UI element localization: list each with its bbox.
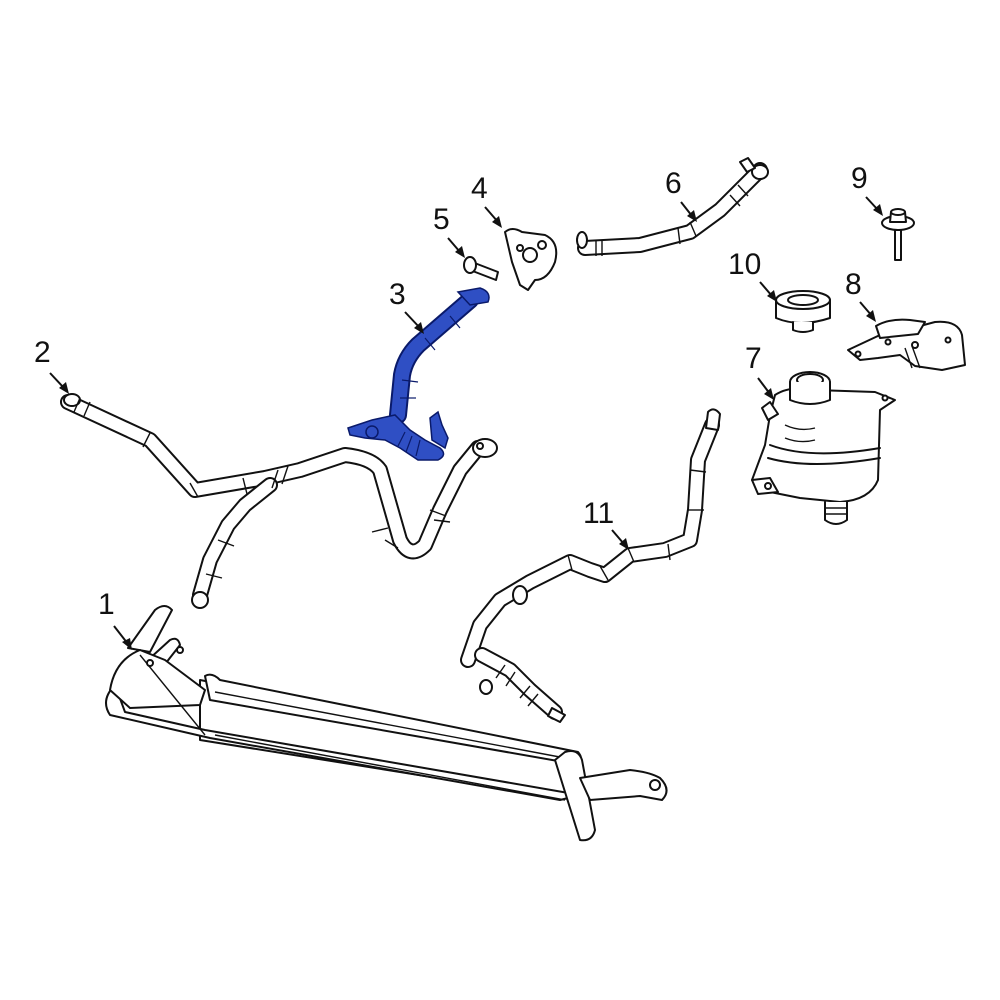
callout-8[interactable]: 8 — [845, 268, 862, 301]
part-2-hose[interactable] — [60, 393, 498, 609]
part-4-bracket[interactable] — [504, 228, 558, 291]
part-11-hose[interactable] — [460, 408, 721, 723]
part-7-reservoir[interactable] — [751, 371, 896, 525]
callout-5[interactable]: 5 — [433, 203, 450, 236]
part-3-highlighted-hose[interactable] — [347, 287, 490, 461]
part-8-bracket[interactable] — [847, 318, 966, 371]
callout-10[interactable]: 10 — [728, 248, 762, 281]
part-5-bolt[interactable] — [463, 256, 499, 281]
callout-4[interactable]: 4 — [471, 172, 488, 205]
callout-9[interactable]: 9 — [851, 162, 868, 195]
callout-3[interactable]: 3 — [389, 278, 406, 311]
callout-1[interactable]: 1 — [98, 588, 115, 621]
callout-6[interactable]: 6 — [665, 167, 682, 200]
callout-11[interactable]: 11 — [583, 497, 615, 530]
callout-7[interactable]: 7 — [745, 342, 762, 375]
part-6-hose[interactable] — [576, 157, 769, 256]
part-9-flange-bolt[interactable] — [881, 208, 915, 261]
callout-arrows — [49, 196, 883, 650]
callout-2[interactable]: 2 — [34, 336, 51, 369]
part-1-cooler[interactable] — [105, 605, 668, 842]
part-10-cap[interactable] — [775, 290, 831, 333]
